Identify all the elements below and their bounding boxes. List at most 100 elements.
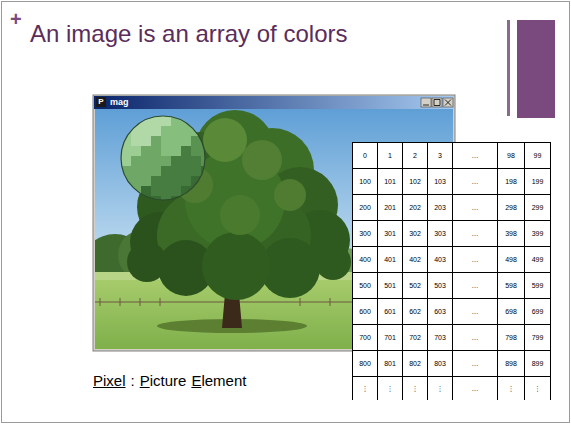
pixel-square [131,116,141,126]
index-cell: 898 [497,350,524,376]
index-cell: 603 [427,298,452,324]
index-cell: … [452,246,497,272]
index-cell: ⋮ [497,376,524,400]
pixel-square [201,186,211,196]
index-cell: 399 [524,220,551,246]
index-cell: … [452,376,497,400]
index-cell: 2 [402,142,427,168]
pixel-square [181,146,191,156]
index-cell: … [452,298,497,324]
caption-term: Element [191,372,246,389]
tree-canopy [127,110,351,300]
pixel-square [191,166,201,176]
pixel-square [151,146,161,156]
leaf-mass [202,232,270,300]
index-cell: 3 [427,142,452,168]
index-cell: 102 [402,168,427,194]
index-cell: 800 [352,350,377,376]
index-cell: 402 [402,246,427,272]
index-cell: 702 [402,324,427,350]
index-cell: 600 [352,298,377,324]
pixel-square [191,116,201,126]
index-cell: … [452,350,497,376]
index-cell: 598 [497,272,524,298]
index-cell: 0 [352,142,377,168]
index-cell: … [452,272,497,298]
slide-title: An image is an array of colors [30,20,347,48]
index-cell: 99 [524,142,551,168]
index-cell: ⋮ [352,376,377,400]
pixel-square [161,176,171,186]
pixel-square [171,156,181,166]
index-cell: 199 [524,168,551,194]
leaf-mass [220,195,260,235]
index-cell: 498 [497,246,524,272]
pixel-square [171,126,181,136]
pixel-square [121,156,131,166]
index-cell: 103 [427,168,452,194]
pixel-square [201,126,211,136]
index-cell: 101 [377,168,402,194]
pixel-square [201,146,211,156]
pixel-square [171,166,181,176]
index-cell: 200 [352,194,377,220]
leaf-mass [315,244,351,280]
index-cell: 701 [377,324,402,350]
index-cell: 500 [352,272,377,298]
index-cell: 802 [402,350,427,376]
pixel-square [121,196,131,206]
index-cell: … [452,142,497,168]
pixel-square [131,136,141,146]
index-cell: 700 [352,324,377,350]
index-cell: 201 [377,194,402,220]
accent-bar [517,20,555,118]
tree-photo [95,109,453,349]
pixel-square [151,156,161,166]
leaf-mass [203,118,247,162]
index-cell: … [452,220,497,246]
pixel-square [191,146,201,156]
index-cell: 299 [524,194,551,220]
index-cell: 599 [524,272,551,298]
index-cell: 699 [524,298,551,324]
pixel-square [151,166,161,176]
pixel-square [171,186,181,196]
index-cell: 899 [524,350,551,376]
pixel-square [161,126,171,136]
index-cell: 203 [427,194,452,220]
pixel-square [181,166,191,176]
index-cell: 503 [427,272,452,298]
pixel-square [181,176,191,186]
pixel-square [191,196,201,206]
pixel-square [151,196,161,206]
pixel-square [171,136,181,146]
app-window [83,95,455,351]
bullet-mark: + [10,8,22,31]
index-cell: 601 [377,298,402,324]
title-bar [94,96,454,109]
caption-term: : [131,372,135,389]
index-cell: ⋮ [524,376,551,400]
index-cell: 202 [402,194,427,220]
pixel-square [151,176,161,186]
index-cell: 801 [377,350,402,376]
pixel-square [141,146,151,156]
index-cell: ⋮ [377,376,402,400]
index-cell: … [452,168,497,194]
index-cell: 398 [497,220,524,246]
pixel-square [131,176,141,186]
pixel-square [161,146,171,156]
index-cell: 302 [402,220,427,246]
pixel-square [151,186,161,196]
magnified-pixels [121,116,211,206]
index-cell: 602 [402,298,427,324]
index-cell: 301 [377,220,402,246]
pixel-square [161,156,171,166]
pixel-square [161,136,171,146]
window-frame [93,95,455,351]
leaf-mass [242,140,282,180]
pixel-square [161,186,171,196]
index-cell: 703 [427,324,452,350]
pixel-square [201,156,211,166]
